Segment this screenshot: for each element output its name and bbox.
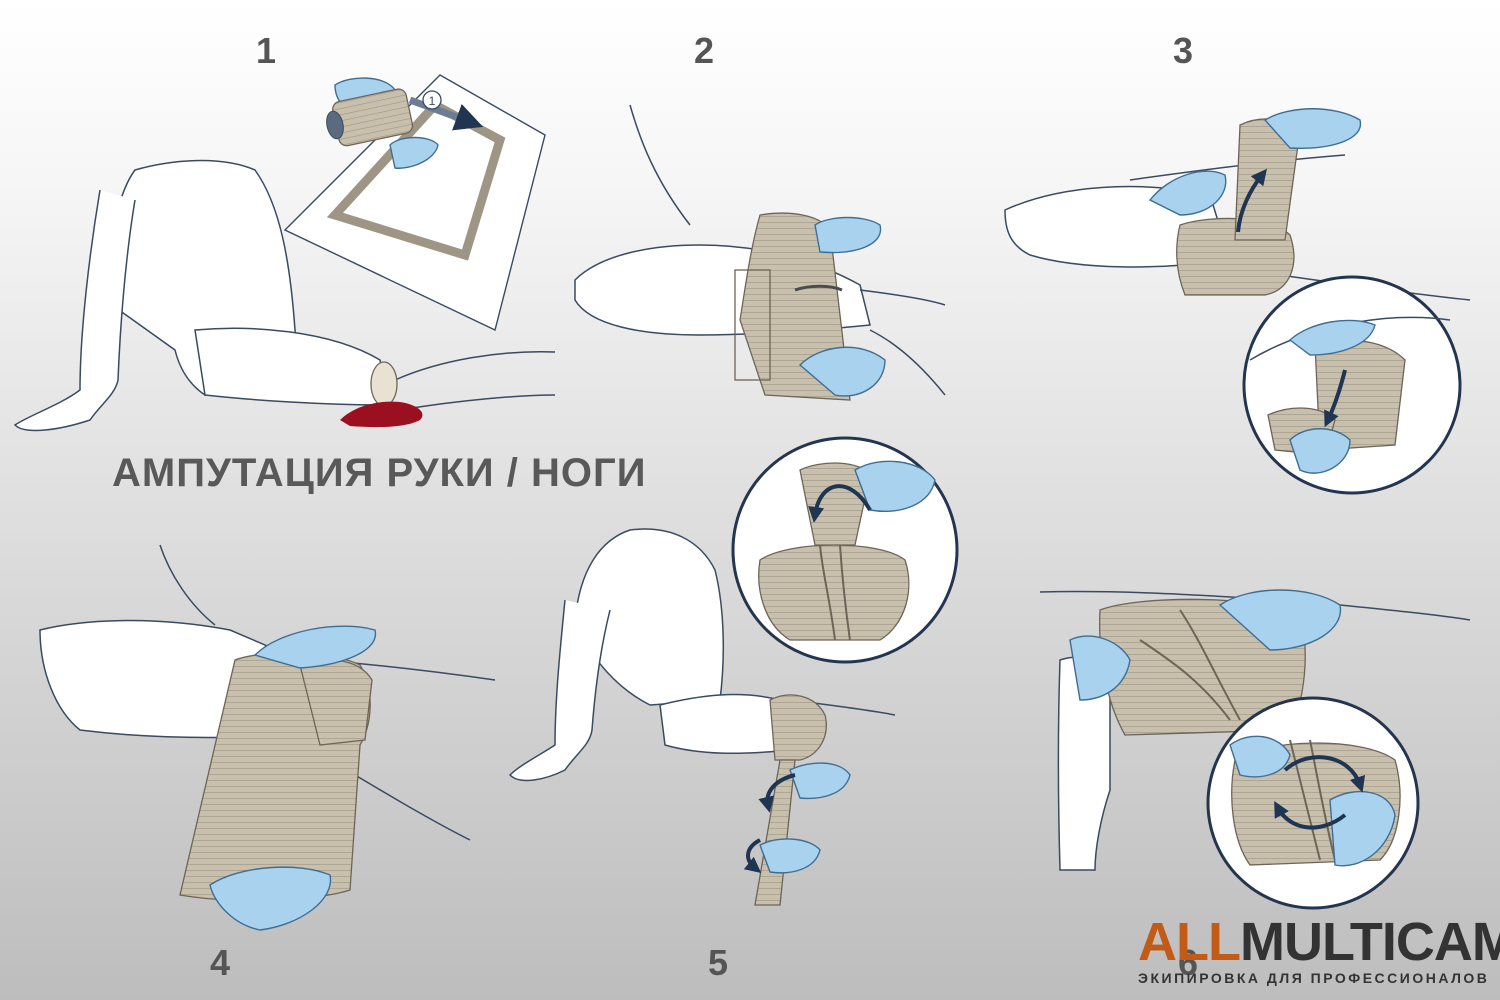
step-marker-label: 1 bbox=[429, 94, 436, 108]
blood-pool bbox=[340, 401, 423, 428]
step-2-number: 2 bbox=[694, 30, 715, 71]
step-5-number: 5 bbox=[708, 942, 729, 983]
panel-6-illustration bbox=[1039, 589, 1471, 910]
panel-4-illustration bbox=[39, 544, 496, 931]
step-3-number: 3 bbox=[1173, 30, 1194, 71]
brand-logo: ALLMULTICAM ЭКИПИРОВКА ДЛЯ ПРОФЕССИОНАЛО… bbox=[1138, 915, 1500, 986]
brand-name: ALLMULTICAM bbox=[1138, 915, 1500, 969]
diagram-title: АМПУТАЦИЯ РУКИ / НОГИ bbox=[112, 451, 647, 495]
brand-name-part1: ALL bbox=[1138, 912, 1241, 972]
panel-3-illustration bbox=[1004, 108, 1471, 495]
panel-1-illustration: 1 bbox=[13, 74, 556, 432]
step-6-number: 6 bbox=[1178, 942, 1199, 983]
panel-5-illustration bbox=[508, 436, 959, 906]
step-4-number: 4 bbox=[210, 942, 231, 983]
brand-name-part2: MULTICAM bbox=[1239, 912, 1500, 972]
brand-tagline: ЭКИПИРОВКА ДЛЯ ПРОФЕССИОНАЛОВ bbox=[1138, 970, 1490, 986]
panel-2-illustration bbox=[574, 104, 946, 401]
step-marker-circle bbox=[422, 90, 442, 110]
step-1-number: 1 bbox=[256, 30, 277, 71]
